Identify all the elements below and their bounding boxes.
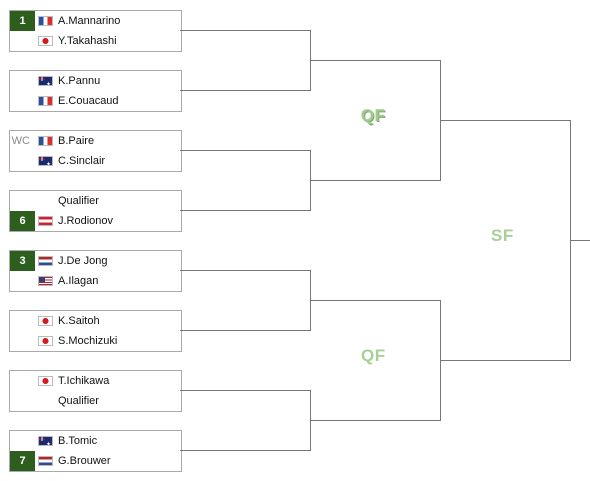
connector-line	[310, 420, 440, 421]
round-label-sf: SF	[491, 226, 514, 245]
player-name: Qualifier	[58, 195, 99, 207]
player-name: E.Couacaud	[58, 95, 119, 107]
player-row[interactable]: Qualifier	[10, 191, 181, 211]
player-row[interactable]: E.Couacaud	[10, 91, 181, 111]
connector-line	[440, 120, 570, 121]
round-label-qf-top: QF	[361, 106, 386, 125]
player-name: K.Pannu	[58, 75, 101, 87]
player-row[interactable]: K.Pannu	[10, 71, 181, 91]
country-flag-icon	[38, 336, 53, 346]
seed-badge: 3	[10, 251, 35, 271]
country-flag-icon	[38, 256, 53, 266]
player-row[interactable]: WC B.Paire	[10, 131, 181, 151]
player-name: K.Saitoh	[58, 315, 100, 327]
round-label-qf-bottom: QF	[361, 346, 386, 365]
country-flag-icon	[38, 376, 53, 386]
seed-badge: 6	[10, 211, 35, 231]
player-row[interactable]: K.Saitoh	[10, 311, 181, 331]
player-row[interactable]: 3 J.De Jong	[10, 251, 181, 271]
country-flag-icon	[38, 216, 53, 226]
country-flag-icon	[38, 156, 53, 166]
player-row[interactable]: S.Mochizuki	[10, 331, 181, 351]
country-flag-icon	[38, 456, 53, 466]
country-flag-icon	[38, 136, 53, 146]
player-row[interactable]: C.Sinclair	[10, 151, 181, 171]
match-box: B.Tomic 7 G.Brouwer	[9, 430, 182, 472]
player-row[interactable]: 6 J.Rodionov	[10, 211, 181, 231]
player-name: G.Brouwer	[58, 455, 111, 467]
player-name: A.Ilagan	[58, 275, 99, 287]
player-name: C.Sinclair	[58, 155, 106, 167]
country-flag-icon	[38, 76, 53, 86]
country-flag-icon	[38, 96, 53, 106]
connector-line	[180, 90, 310, 91]
entry-tag: WC	[11, 135, 30, 147]
country-flag-icon	[38, 436, 53, 446]
player-name: B.Tomic	[58, 435, 98, 447]
connector-line	[310, 60, 440, 61]
seed-badge: 7	[10, 451, 35, 471]
connector-line	[310, 180, 440, 181]
player-name: A.Mannarino	[58, 15, 121, 27]
country-flag-icon	[38, 316, 53, 326]
connector-line	[310, 300, 440, 301]
country-flag-icon	[38, 276, 53, 286]
player-row[interactable]: T.Ichikawa	[10, 371, 181, 391]
connector-line	[180, 330, 310, 331]
connector-line	[180, 390, 310, 391]
player-name: Y.Takahashi	[58, 35, 117, 47]
player-name: J.Rodionov	[58, 215, 114, 227]
player-row[interactable]: 1 A.Mannarino	[10, 11, 181, 31]
player-row[interactable]: Y.Takahashi	[10, 31, 181, 51]
match-box: WC B.PaireC.Sinclair	[9, 130, 182, 172]
connector-line	[440, 360, 570, 361]
match-box: Qualifier 6 J.Rodionov	[9, 190, 182, 232]
connector-line	[180, 30, 310, 31]
connector-line	[180, 150, 310, 151]
country-flag-icon	[38, 36, 53, 46]
connector-line	[570, 240, 590, 241]
seed-badge: 1	[10, 11, 35, 31]
player-name: T.Ichikawa	[58, 375, 110, 387]
country-flag-icon	[38, 16, 53, 26]
player-name: Qualifier	[58, 395, 99, 407]
player-row[interactable]: 7 G.Brouwer	[10, 451, 181, 471]
connector-line	[180, 270, 310, 271]
player-name: J.De Jong	[58, 255, 108, 267]
connector-line	[180, 450, 310, 451]
player-row[interactable]: A.Ilagan	[10, 271, 181, 291]
player-row[interactable]: B.Tomic	[10, 431, 181, 451]
player-name: B.Paire	[58, 135, 95, 147]
player-row[interactable]: Qualifier	[10, 391, 181, 411]
connector-line	[180, 210, 310, 211]
player-name: S.Mochizuki	[58, 335, 118, 347]
